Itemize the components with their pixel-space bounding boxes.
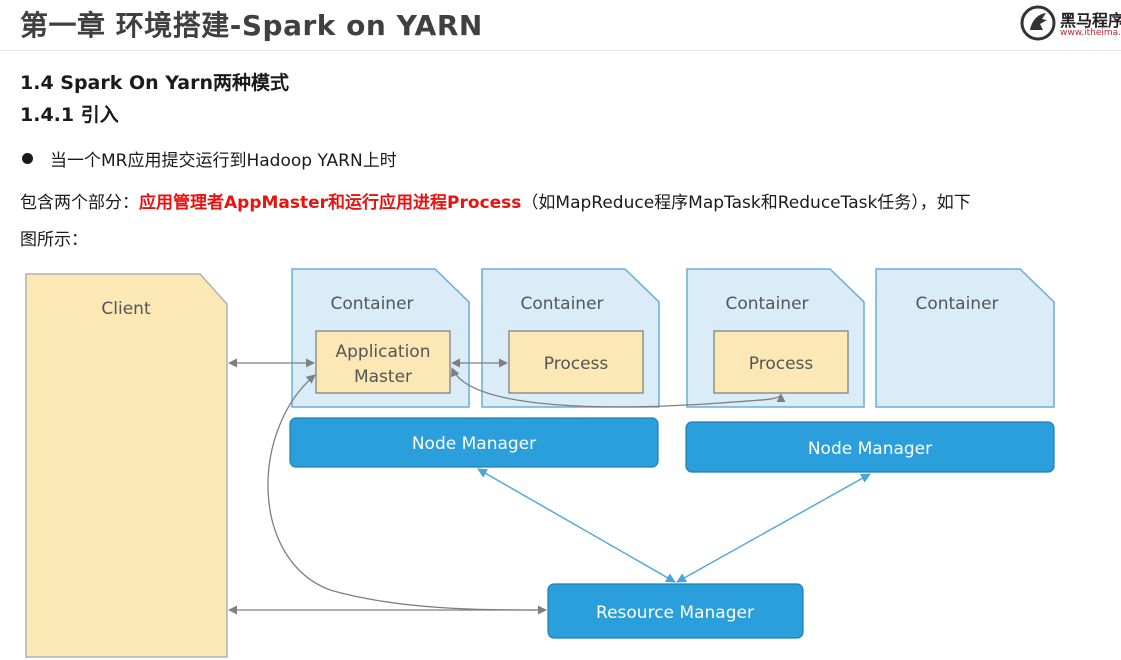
container-label: Container xyxy=(520,294,603,314)
resource-manager-label: Resource Manager xyxy=(596,603,754,623)
node-manager-1: Node Manager xyxy=(289,417,659,468)
app-master-label-line2: Master xyxy=(354,367,412,387)
header-divider xyxy=(0,50,1121,51)
page-title: 第一章 环境搭建-Spark on YARN xyxy=(20,9,483,42)
bullet-icon xyxy=(22,153,33,164)
nm1-rm-arrow xyxy=(477,468,676,583)
description-paragraph: 包含两个部分：应用管理者AppMaster和运行应用进程Process（如Map… xyxy=(20,188,971,213)
container-4: Container xyxy=(875,268,1055,408)
section-subheading: 1.4.1 引入 xyxy=(20,104,119,126)
container-label: Container xyxy=(330,294,413,314)
client-label: Client xyxy=(101,299,151,319)
container-label: Container xyxy=(725,294,808,314)
appmaster-resourcemanager-arrow xyxy=(267,374,547,611)
app-master-label-line1: Application xyxy=(336,342,431,362)
container-3: Container Process xyxy=(686,268,865,408)
node-manager-2: Node Manager xyxy=(685,421,1055,473)
container-1: Container Application Master xyxy=(291,268,470,408)
appmaster-remote-process-arrow xyxy=(450,367,786,408)
nm2-rm-arrow xyxy=(676,473,871,583)
container-2: Container Process xyxy=(481,268,660,408)
logo-url: www.itheima.com xyxy=(1060,28,1121,38)
container-label: Container xyxy=(915,294,998,314)
process-label: Process xyxy=(749,354,814,374)
node-manager-label: Node Manager xyxy=(412,434,536,454)
app-master-box xyxy=(315,330,451,394)
bullet-text: 当一个MR应用提交运行到Hadoop YARN上时 xyxy=(50,151,397,171)
para-suffix: （如MapReduce程序MapTask和ReduceTask任务），如下 xyxy=(521,193,971,213)
resource-manager: Resource Manager xyxy=(547,583,804,639)
brand-logo: 黑马程序员 www.itheima.com xyxy=(1020,2,1121,46)
description-paragraph-line2: 图所示： xyxy=(20,230,88,250)
logo-text: 黑马程序员 xyxy=(1060,11,1121,30)
section-heading: 1.4 Spark On Yarn两种模式 xyxy=(20,72,290,94)
node-manager-label: Node Manager xyxy=(808,439,932,459)
process-label: Process xyxy=(544,354,609,374)
para-highlight: 应用管理者AppMaster和运行应用进程Process xyxy=(139,193,522,213)
horse-logo-icon xyxy=(1020,5,1056,41)
para-prefix: 包含两个部分： xyxy=(20,193,139,213)
client-node: Client xyxy=(25,273,228,658)
